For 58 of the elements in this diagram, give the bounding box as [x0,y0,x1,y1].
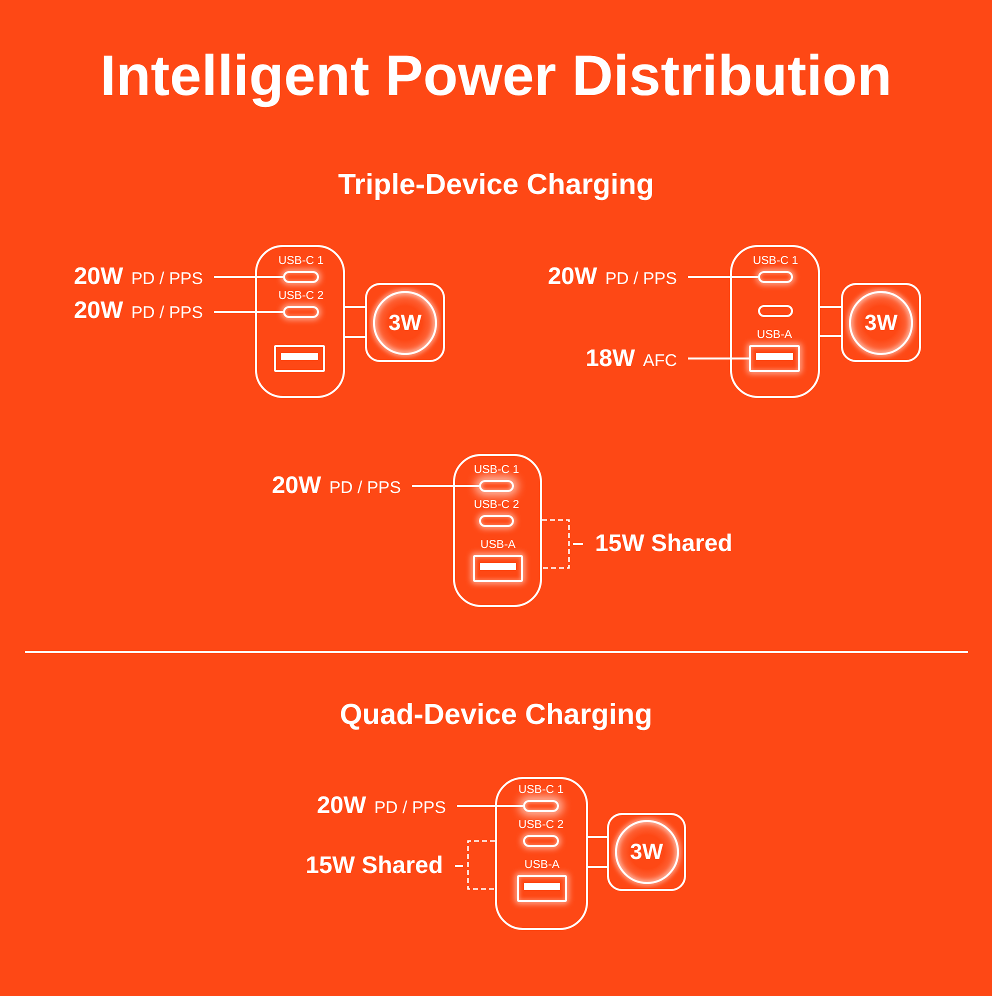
protocol-label: PD / PPS [131,304,203,321]
port-label: USB-C 2 [518,819,564,832]
port-label: USB-C 1 [278,255,324,268]
protocol-label: PD / PPS [131,270,203,287]
power-rating: 3W [630,841,663,863]
connector-line [588,866,607,868]
usb-a-port [274,345,325,372]
leader-line [214,311,283,313]
leader-line [688,358,749,360]
port-label: USB-C 2 [474,499,520,512]
usb-c-port [758,271,793,283]
usb-c-port [283,271,319,283]
port-label: USB-A [756,329,792,342]
port-label: USB-A [480,539,516,552]
leader-line [214,276,283,278]
section-heading: Triple-Device Charging [338,171,654,200]
connector-line [588,836,607,838]
shared-power-label: 15W Shared [306,854,443,878]
power-rating: 20W [316,794,366,818]
protocol-label: PD / PPS [329,479,401,496]
connector-line [820,306,841,308]
usb-c-port [523,800,559,812]
power-rating: 20W [548,265,598,289]
usb-c-port [758,305,793,317]
power-rating: 20W [272,474,322,498]
charger-body [453,454,542,607]
usb-a-port [517,875,567,902]
leader-line [688,276,758,278]
usb-c-port [523,835,559,847]
usb-a-port [473,555,523,582]
power-rating: 3W [388,312,422,334]
leader-line [412,485,479,487]
charger-body [730,245,820,398]
usb-a-port [749,345,800,372]
shared-power-label: 15W Shared [595,532,732,556]
port-label: USB-C 1 [752,255,798,268]
connector-line [820,335,841,337]
power-rating: 20W [74,265,124,289]
port-label: USB-C 1 [518,784,564,797]
section-heading: Quad-Device Charging [340,701,652,730]
usb-c-port [283,306,319,318]
power-rating: 20W [74,299,124,323]
port-label: USB-C 2 [278,290,324,303]
protocol-label: PD / PPS [605,270,677,287]
protocol-label: AFC [643,352,677,369]
usb-c-port [479,515,514,527]
port-label: USB-C 1 [474,464,520,477]
charger-body [255,245,345,398]
port-label: USB-A [524,859,560,872]
leader-line [457,805,523,807]
connector-line [345,306,365,308]
usb-c-port [479,480,514,492]
title: Intelligent Power Distribution [100,48,892,105]
charger-body [495,777,588,930]
connector-line [345,336,365,338]
power-rating: 3W [864,312,898,334]
protocol-label: PD / PPS [374,799,446,816]
power-rating: 18W [586,347,635,371]
